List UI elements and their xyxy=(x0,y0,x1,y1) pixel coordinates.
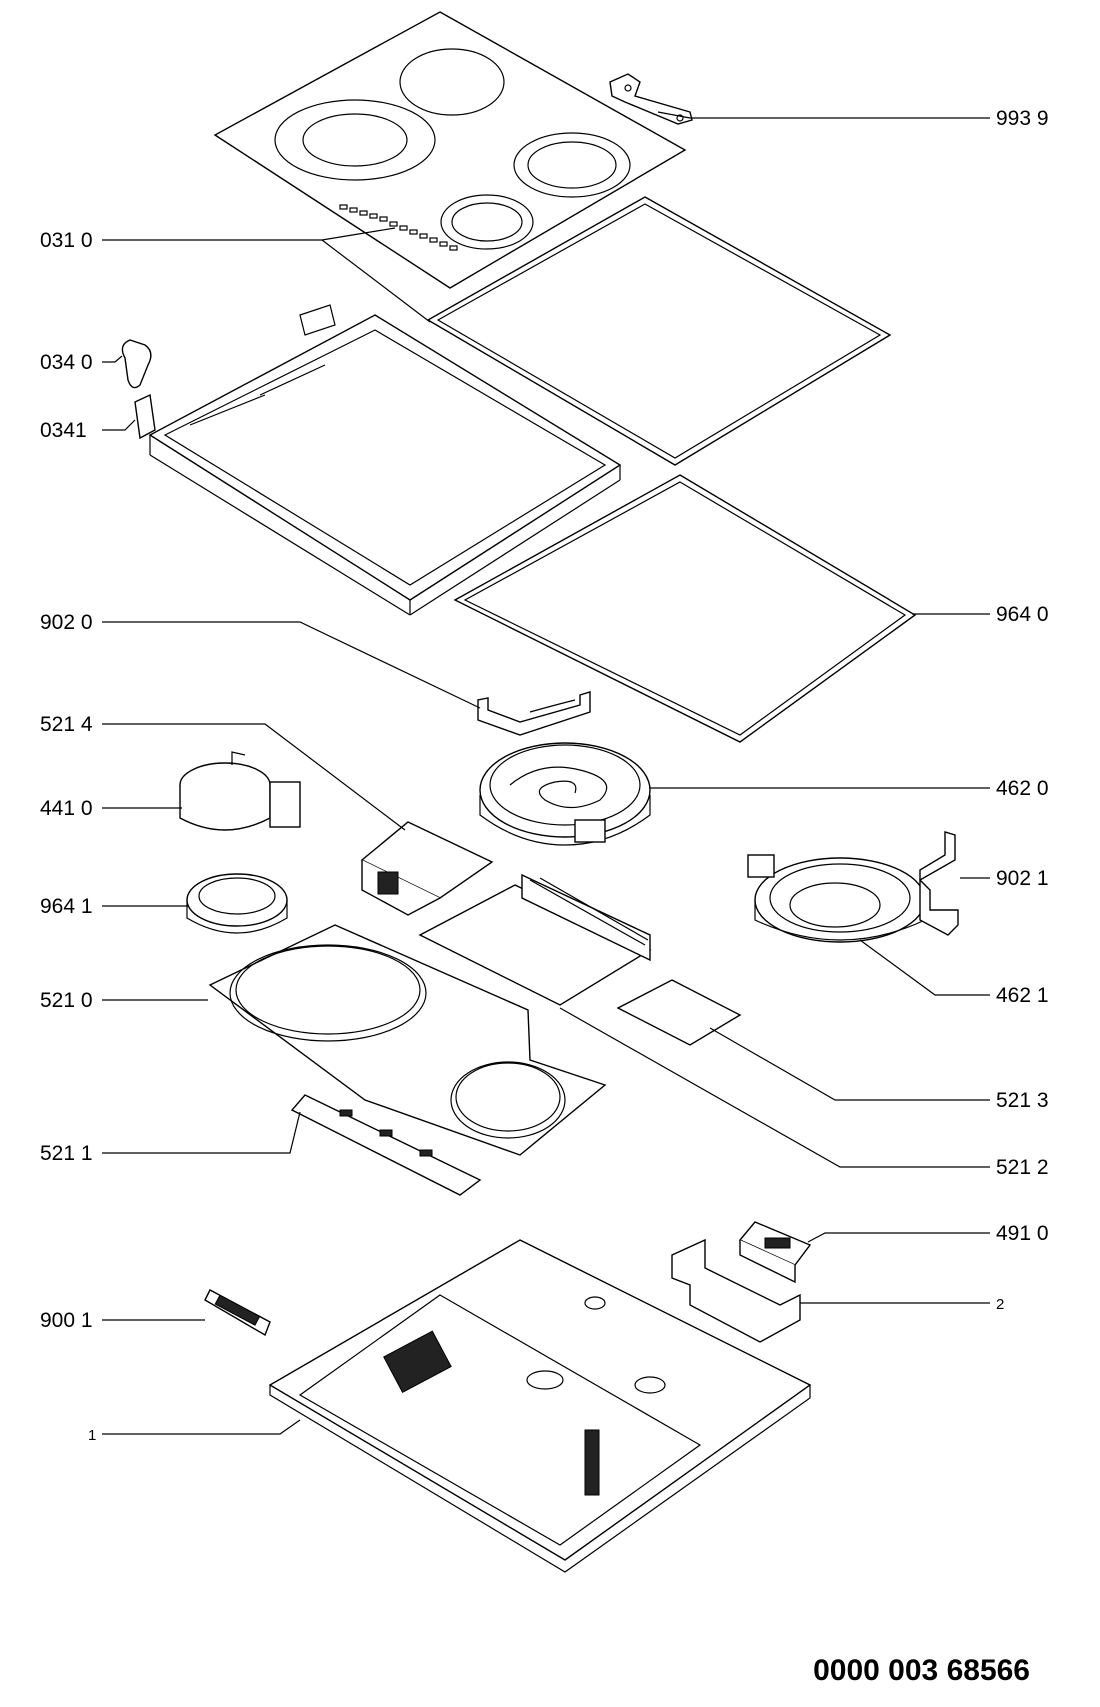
label-4410: 441 0 xyxy=(40,797,93,820)
radiant-heater-large xyxy=(479,742,651,846)
label-9001: 900 1 xyxy=(40,1309,93,1332)
label-0310: 031 0 xyxy=(40,229,93,252)
label-0341: 0341 xyxy=(40,419,87,442)
leader-5213 xyxy=(709,1027,990,1101)
bottom-seal-gasket xyxy=(453,474,917,743)
leader-5211 xyxy=(102,1111,301,1154)
leader-0310-b xyxy=(321,239,431,323)
bottom-housing xyxy=(268,1239,812,1573)
heater-bracket-2 xyxy=(918,831,959,936)
label-5213: 521 3 xyxy=(996,1089,1049,1112)
leader-lines xyxy=(102,111,990,1435)
leader-0341 xyxy=(102,419,136,431)
radiant-heater-dual xyxy=(747,854,926,943)
power-board xyxy=(418,873,652,1006)
control-keys xyxy=(339,204,458,251)
label-9640: 964 0 xyxy=(996,603,1049,626)
leader-0310-a xyxy=(102,227,396,241)
terminal-block xyxy=(738,1221,812,1284)
terminal-bracket xyxy=(671,1238,801,1343)
document-number: 0000 003 68566 xyxy=(813,1654,1030,1687)
top-seal-gasket xyxy=(426,196,892,466)
control-module-small xyxy=(360,821,494,916)
label-4910: 491 0 xyxy=(996,1222,1049,1245)
label-9641: 964 1 xyxy=(40,895,93,918)
label-5212: 521 2 xyxy=(996,1156,1049,1179)
label-9020: 902 0 xyxy=(40,611,93,634)
bracket-part xyxy=(609,73,693,125)
support-frame xyxy=(134,304,622,616)
heater-bracket xyxy=(477,691,591,736)
label-4621: 462 1 xyxy=(996,984,1049,1007)
mounting-clip xyxy=(204,1289,271,1337)
interface-board xyxy=(616,979,742,1046)
induction-carrier xyxy=(208,924,607,1156)
leader-5214 xyxy=(102,723,406,831)
vent-slots xyxy=(383,1330,600,1496)
leader-9939 xyxy=(657,111,990,119)
label-5211: 521 1 xyxy=(40,1142,93,1165)
glass-ceramic-top xyxy=(213,11,687,289)
label-5210: 521 0 xyxy=(40,989,93,1012)
label-5214: 521 4 xyxy=(40,713,93,736)
part-labels: 993 9 031 0 034 0 0341 902 0 964 0 521 4… xyxy=(40,107,1049,1444)
leader-4621 xyxy=(859,939,990,996)
leader-9020 xyxy=(102,621,481,709)
fan-ring-seal xyxy=(186,873,288,934)
leader-4910 xyxy=(807,1232,990,1243)
label-4620: 462 0 xyxy=(996,777,1049,800)
label-9939: 993 9 xyxy=(996,107,1049,130)
leader-1 xyxy=(102,1419,301,1435)
clip-part xyxy=(121,339,152,389)
label-9021: 902 1 xyxy=(996,867,1049,890)
label-1: 1 xyxy=(88,1427,96,1444)
leader-5212 xyxy=(559,1007,990,1168)
driver-board xyxy=(290,1094,482,1196)
label-0340: 034 0 xyxy=(40,351,93,374)
label-2: 2 xyxy=(996,1296,1004,1313)
leader-0340 xyxy=(102,355,123,363)
cooling-fan xyxy=(179,751,301,831)
